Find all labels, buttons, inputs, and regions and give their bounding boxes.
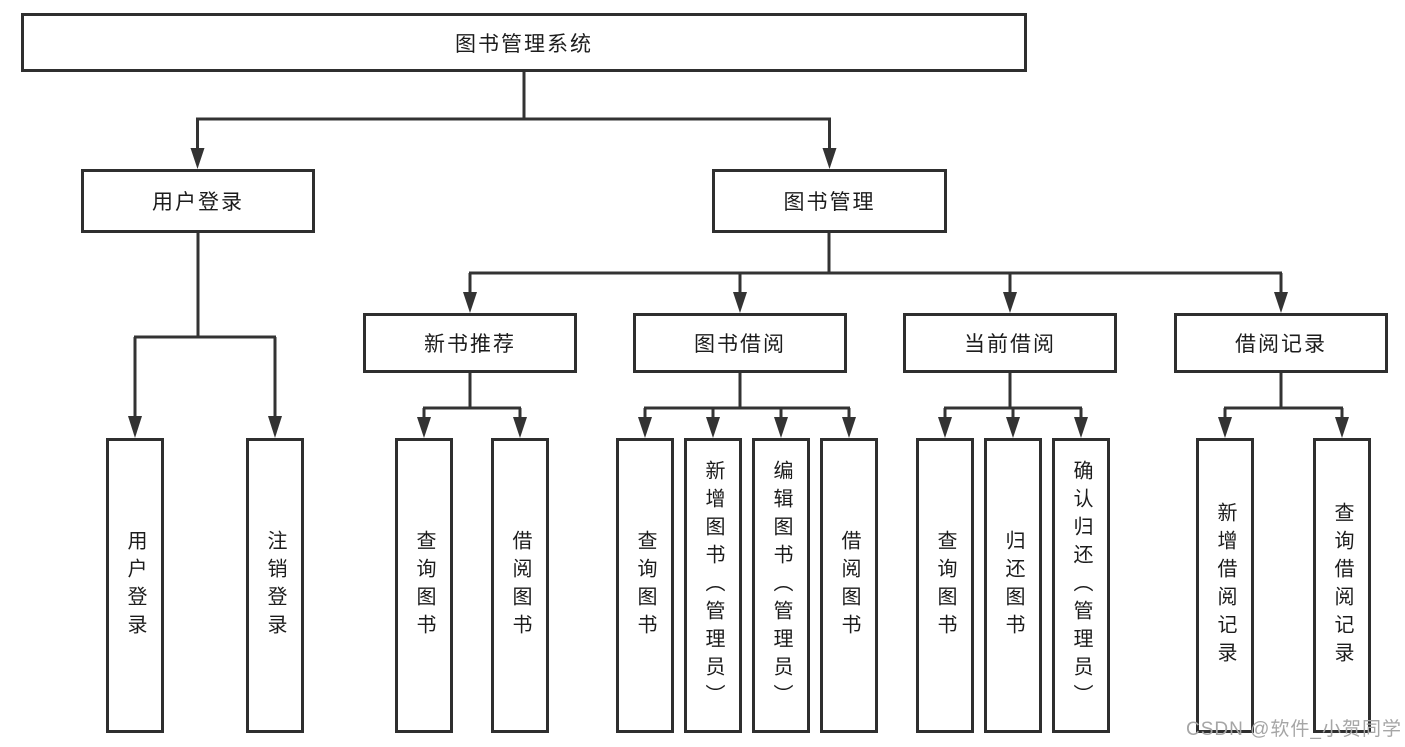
leaf-borrow-books: 借阅图书 xyxy=(820,438,878,733)
node-label: 用户登录 xyxy=(152,191,244,214)
node-label: 图书借阅 xyxy=(694,333,786,356)
leaf-edit-book-admin: 编辑图书（管理员） xyxy=(752,438,810,733)
node-label: 查询图书 xyxy=(934,529,956,642)
node-label: 注销登录 xyxy=(264,529,286,642)
node-label: 新增借阅记录 xyxy=(1214,501,1236,670)
leaf-query-borrow-record: 查询借阅记录 xyxy=(1313,438,1371,733)
node-label: 查询图书 xyxy=(413,529,435,642)
node-library-management-system: 图书管理系统 xyxy=(21,13,1027,72)
leaf-user-login: 用户登录 xyxy=(106,438,164,733)
leaf-query-books-borrowing: 查询图书 xyxy=(616,438,674,733)
node-label: 新增图书（管理员） xyxy=(702,459,724,712)
node-label: 归还图书 xyxy=(1002,529,1024,642)
leaf-query-books-recommendation: 查询图书 xyxy=(395,438,453,733)
node-label: 编辑图书（管理员） xyxy=(770,459,792,712)
node-borrowing-records: 借阅记录 xyxy=(1174,313,1388,373)
node-label: 借阅记录 xyxy=(1235,333,1327,356)
node-label: 查询借阅记录 xyxy=(1331,501,1353,670)
leaf-add-book-admin: 新增图书（管理员） xyxy=(684,438,742,733)
leaf-return-books: 归还图书 xyxy=(984,438,1042,733)
node-label: 确认归还（管理员） xyxy=(1070,459,1092,712)
node-current-borrowing: 当前借阅 xyxy=(903,313,1117,373)
node-label: 借阅图书 xyxy=(509,529,531,642)
node-label: 当前借阅 xyxy=(964,333,1056,356)
node-book-borrowing: 图书借阅 xyxy=(633,313,847,373)
csdn-watermark: CSDN @软件_小贺同学 xyxy=(1186,719,1402,740)
node-new-book-recommendation: 新书推荐 xyxy=(363,313,577,373)
leaf-add-borrow-record: 新增借阅记录 xyxy=(1196,438,1254,733)
node-label: 用户登录 xyxy=(124,529,146,642)
node-user-login: 用户登录 xyxy=(81,169,315,233)
leaf-borrow-books-recommendation: 借阅图书 xyxy=(491,438,549,733)
node-label: 借阅图书 xyxy=(838,529,860,642)
leaf-logout: 注销登录 xyxy=(246,438,304,733)
node-label: 图书管理系统 xyxy=(455,32,593,56)
leaf-confirm-return-admin: 确认归还（管理员） xyxy=(1052,438,1110,733)
leaf-query-books-current: 查询图书 xyxy=(916,438,974,733)
node-book-management: 图书管理 xyxy=(712,169,947,233)
node-label: 查询图书 xyxy=(634,529,656,642)
node-label: 新书推荐 xyxy=(424,333,516,356)
node-label: 图书管理 xyxy=(783,191,876,214)
